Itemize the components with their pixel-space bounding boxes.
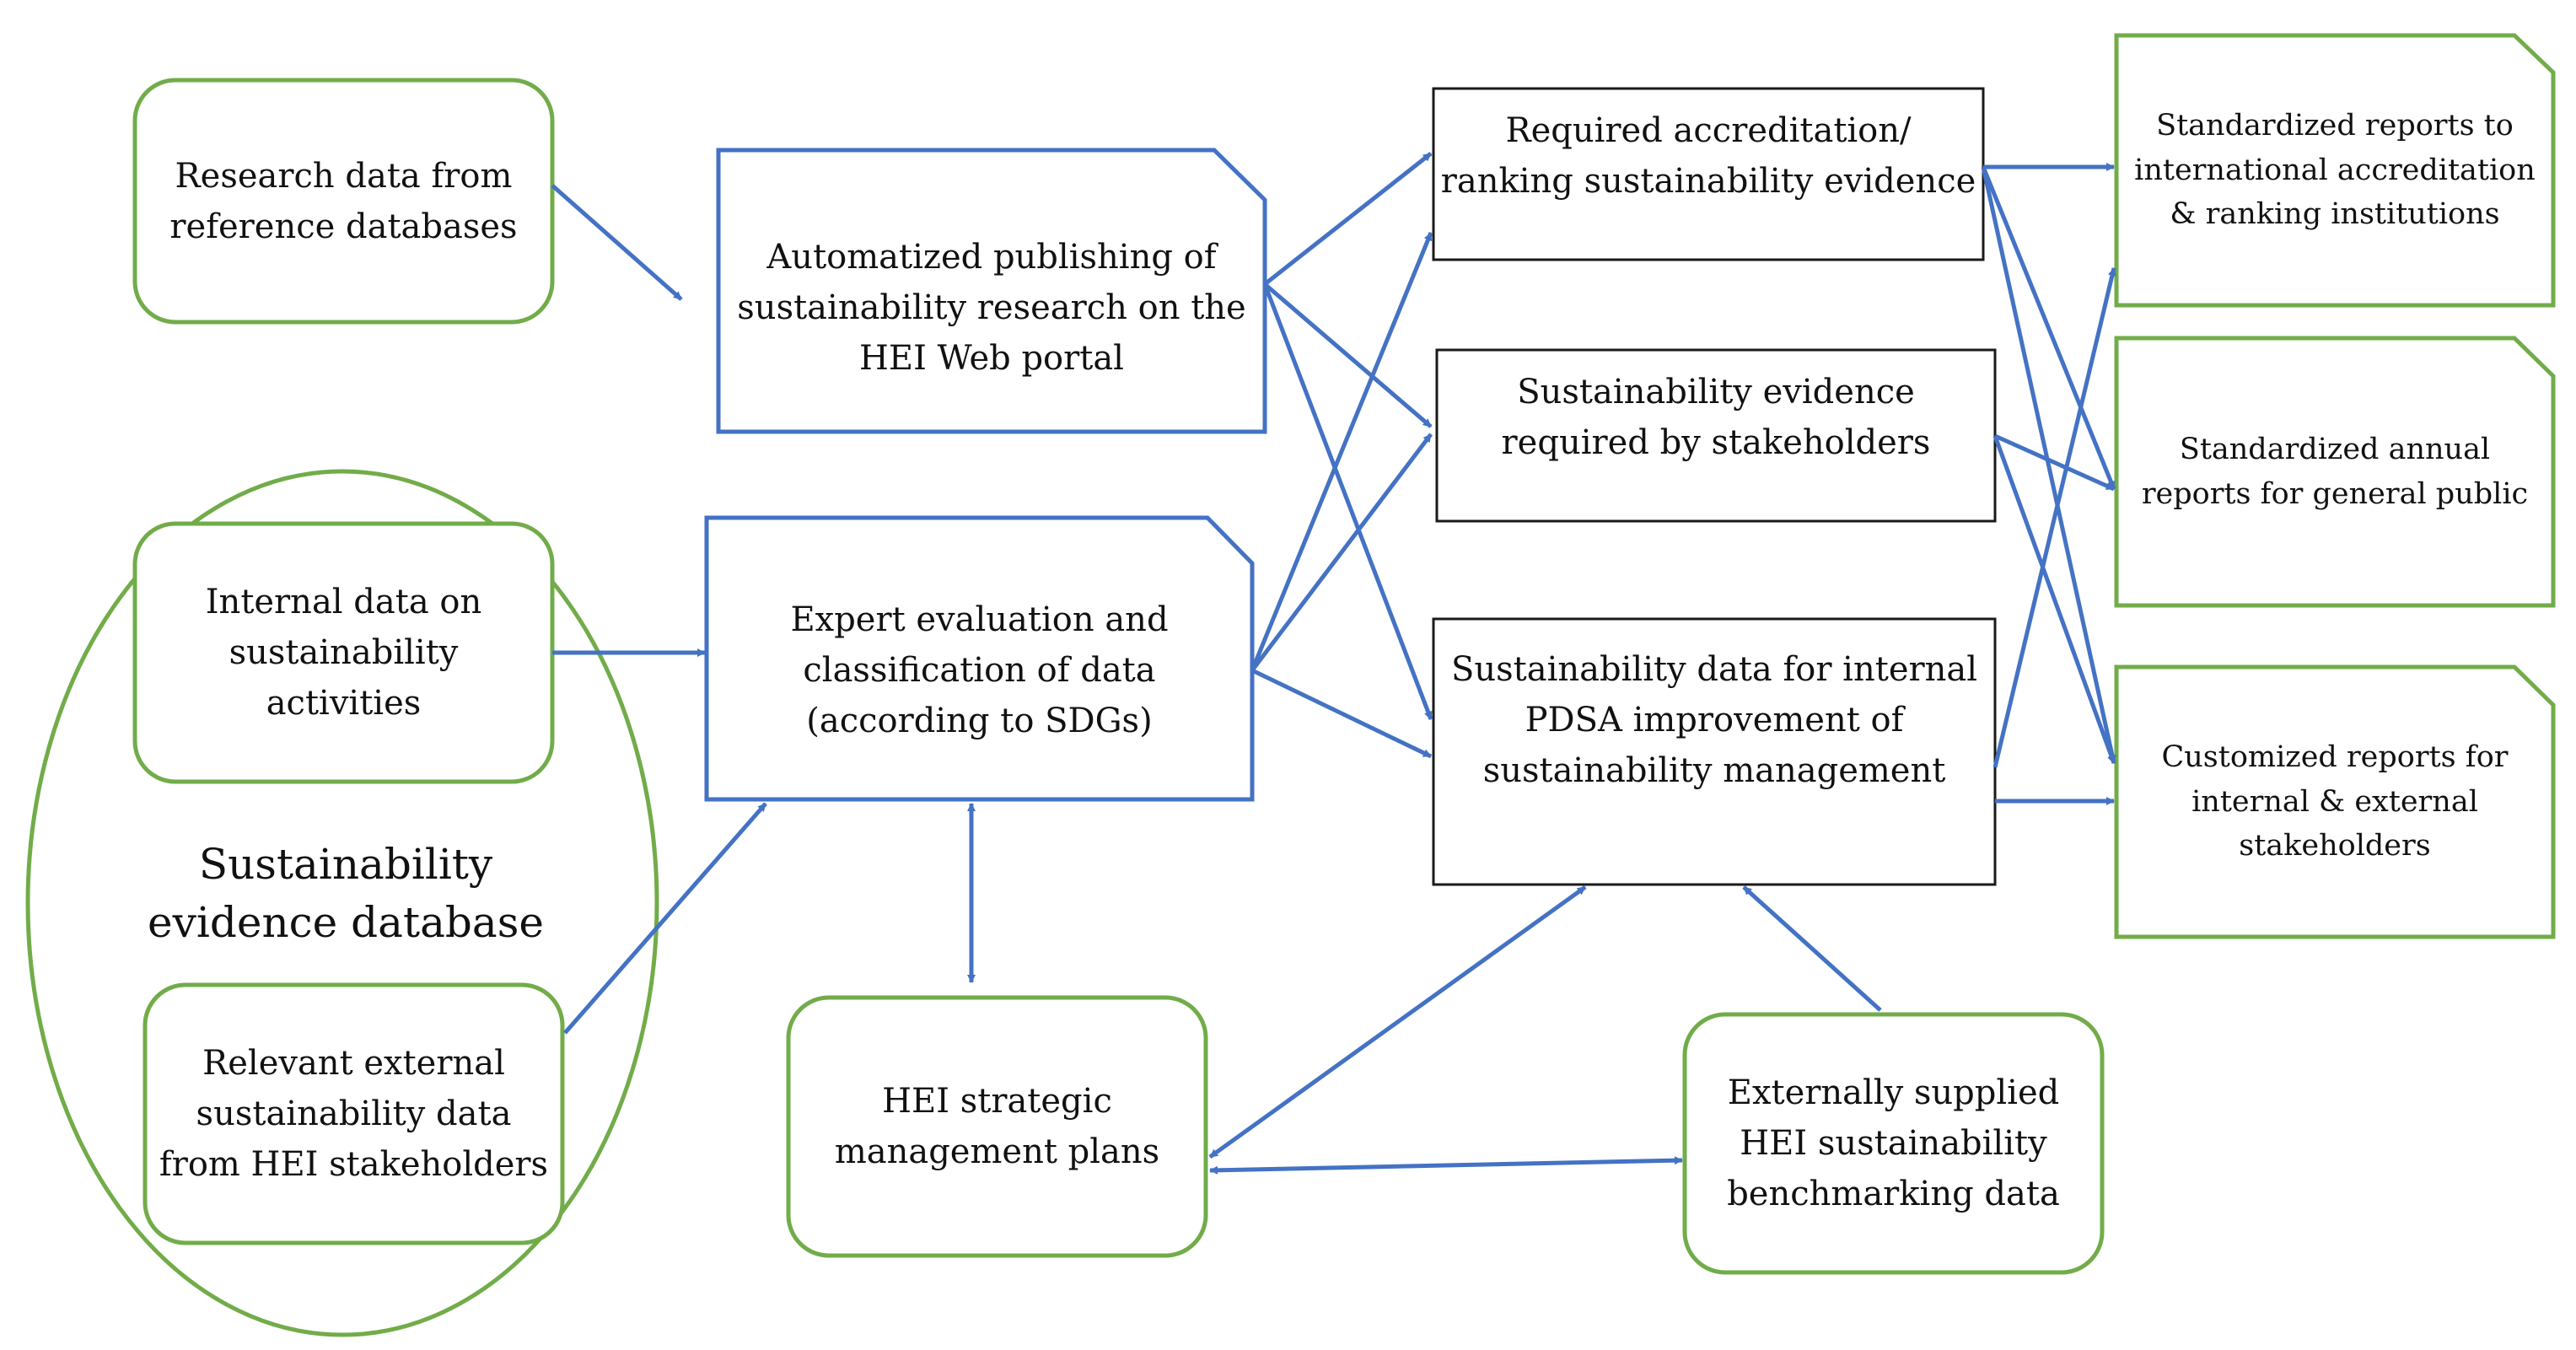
arrow-evaluation-to-pdsa: [1250, 668, 1433, 759]
required-evidence-box: [1432, 87, 1985, 261]
customized-reports-label: Customized reports for internal & extern…: [2161, 740, 2509, 863]
arrow-external-to-evaluation: [563, 802, 767, 1035]
arrow-required-to-customized: [1981, 166, 2116, 764]
automated-publishing-box: [716, 148, 1267, 434]
arrow-evaluation-to-stakeholder: [1250, 433, 1433, 672]
internal-data-label: Internal data on sustainability activiti…: [205, 583, 482, 723]
internal-pdsa-box: [1432, 617, 1997, 886]
research-data-box: [132, 78, 555, 325]
expert-evaluation-box: [704, 515, 1255, 802]
arrow-strategic-pdsa: [1208, 885, 1587, 1159]
annual-reports-box: [2114, 336, 2556, 608]
strategic-plans-label: HEI strategic management plans: [834, 1082, 1160, 1171]
arrow-benchmarking-to-pdsa: [1742, 885, 1882, 1012]
required-evidence-label: Required accreditation/ ranking sustaina…: [1440, 111, 1976, 201]
external-data-label: Relevant external sustainability data fr…: [159, 1044, 549, 1184]
benchmarking-box: [1682, 1012, 2105, 1275]
internal-pdsa-label: Sustainability data for internal PDSA im…: [1450, 650, 1978, 790]
benchmarking-label: Externally supplied HEI sustainability b…: [1727, 1073, 2060, 1213]
automated-publishing-label: Automatized publishing of sustainability…: [737, 238, 1246, 378]
arrow-stakeholder-to-customized: [1993, 435, 2116, 764]
stakeholder-evidence-label: Sustainability evidence required by stak…: [1501, 373, 1931, 462]
arrow-pdsa-to-standardized: [1993, 267, 2116, 768]
database-label: Sustainability evidence database: [148, 840, 544, 947]
annual-reports-label: Standardized annual reports for general …: [2141, 433, 2529, 511]
external-data-box: [143, 982, 565, 1245]
customized-reports-box: [2114, 664, 2556, 939]
research-data-label: Research data from reference databases: [169, 156, 518, 246]
arrow-evaluation-to-required: [1250, 232, 1433, 671]
arrow-publishing-to-required: [1263, 152, 1433, 286]
standardized-reports-box: [2114, 33, 2556, 308]
database-ellipse: [25, 469, 659, 1337]
strategic-plans-box: [786, 995, 1208, 1258]
stakeholder-evidence-box: [1435, 348, 1997, 523]
arrow-research-to-publishing: [551, 184, 683, 301]
expert-evaluation-label: Expert evaluation and classification of …: [790, 600, 1169, 740]
arrow-publishing-to-stakeholder: [1263, 282, 1433, 428]
arrow-stakeholder-to-annual: [1993, 433, 2116, 492]
arrow-strategic-benchmarking: [1209, 1156, 1683, 1175]
arrow-publishing-to-pdsa: [1262, 283, 1433, 720]
arrow-required-to-annual: [1981, 166, 2116, 490]
standardized-reports-label: Standardized reports to international ac…: [2134, 109, 2536, 232]
